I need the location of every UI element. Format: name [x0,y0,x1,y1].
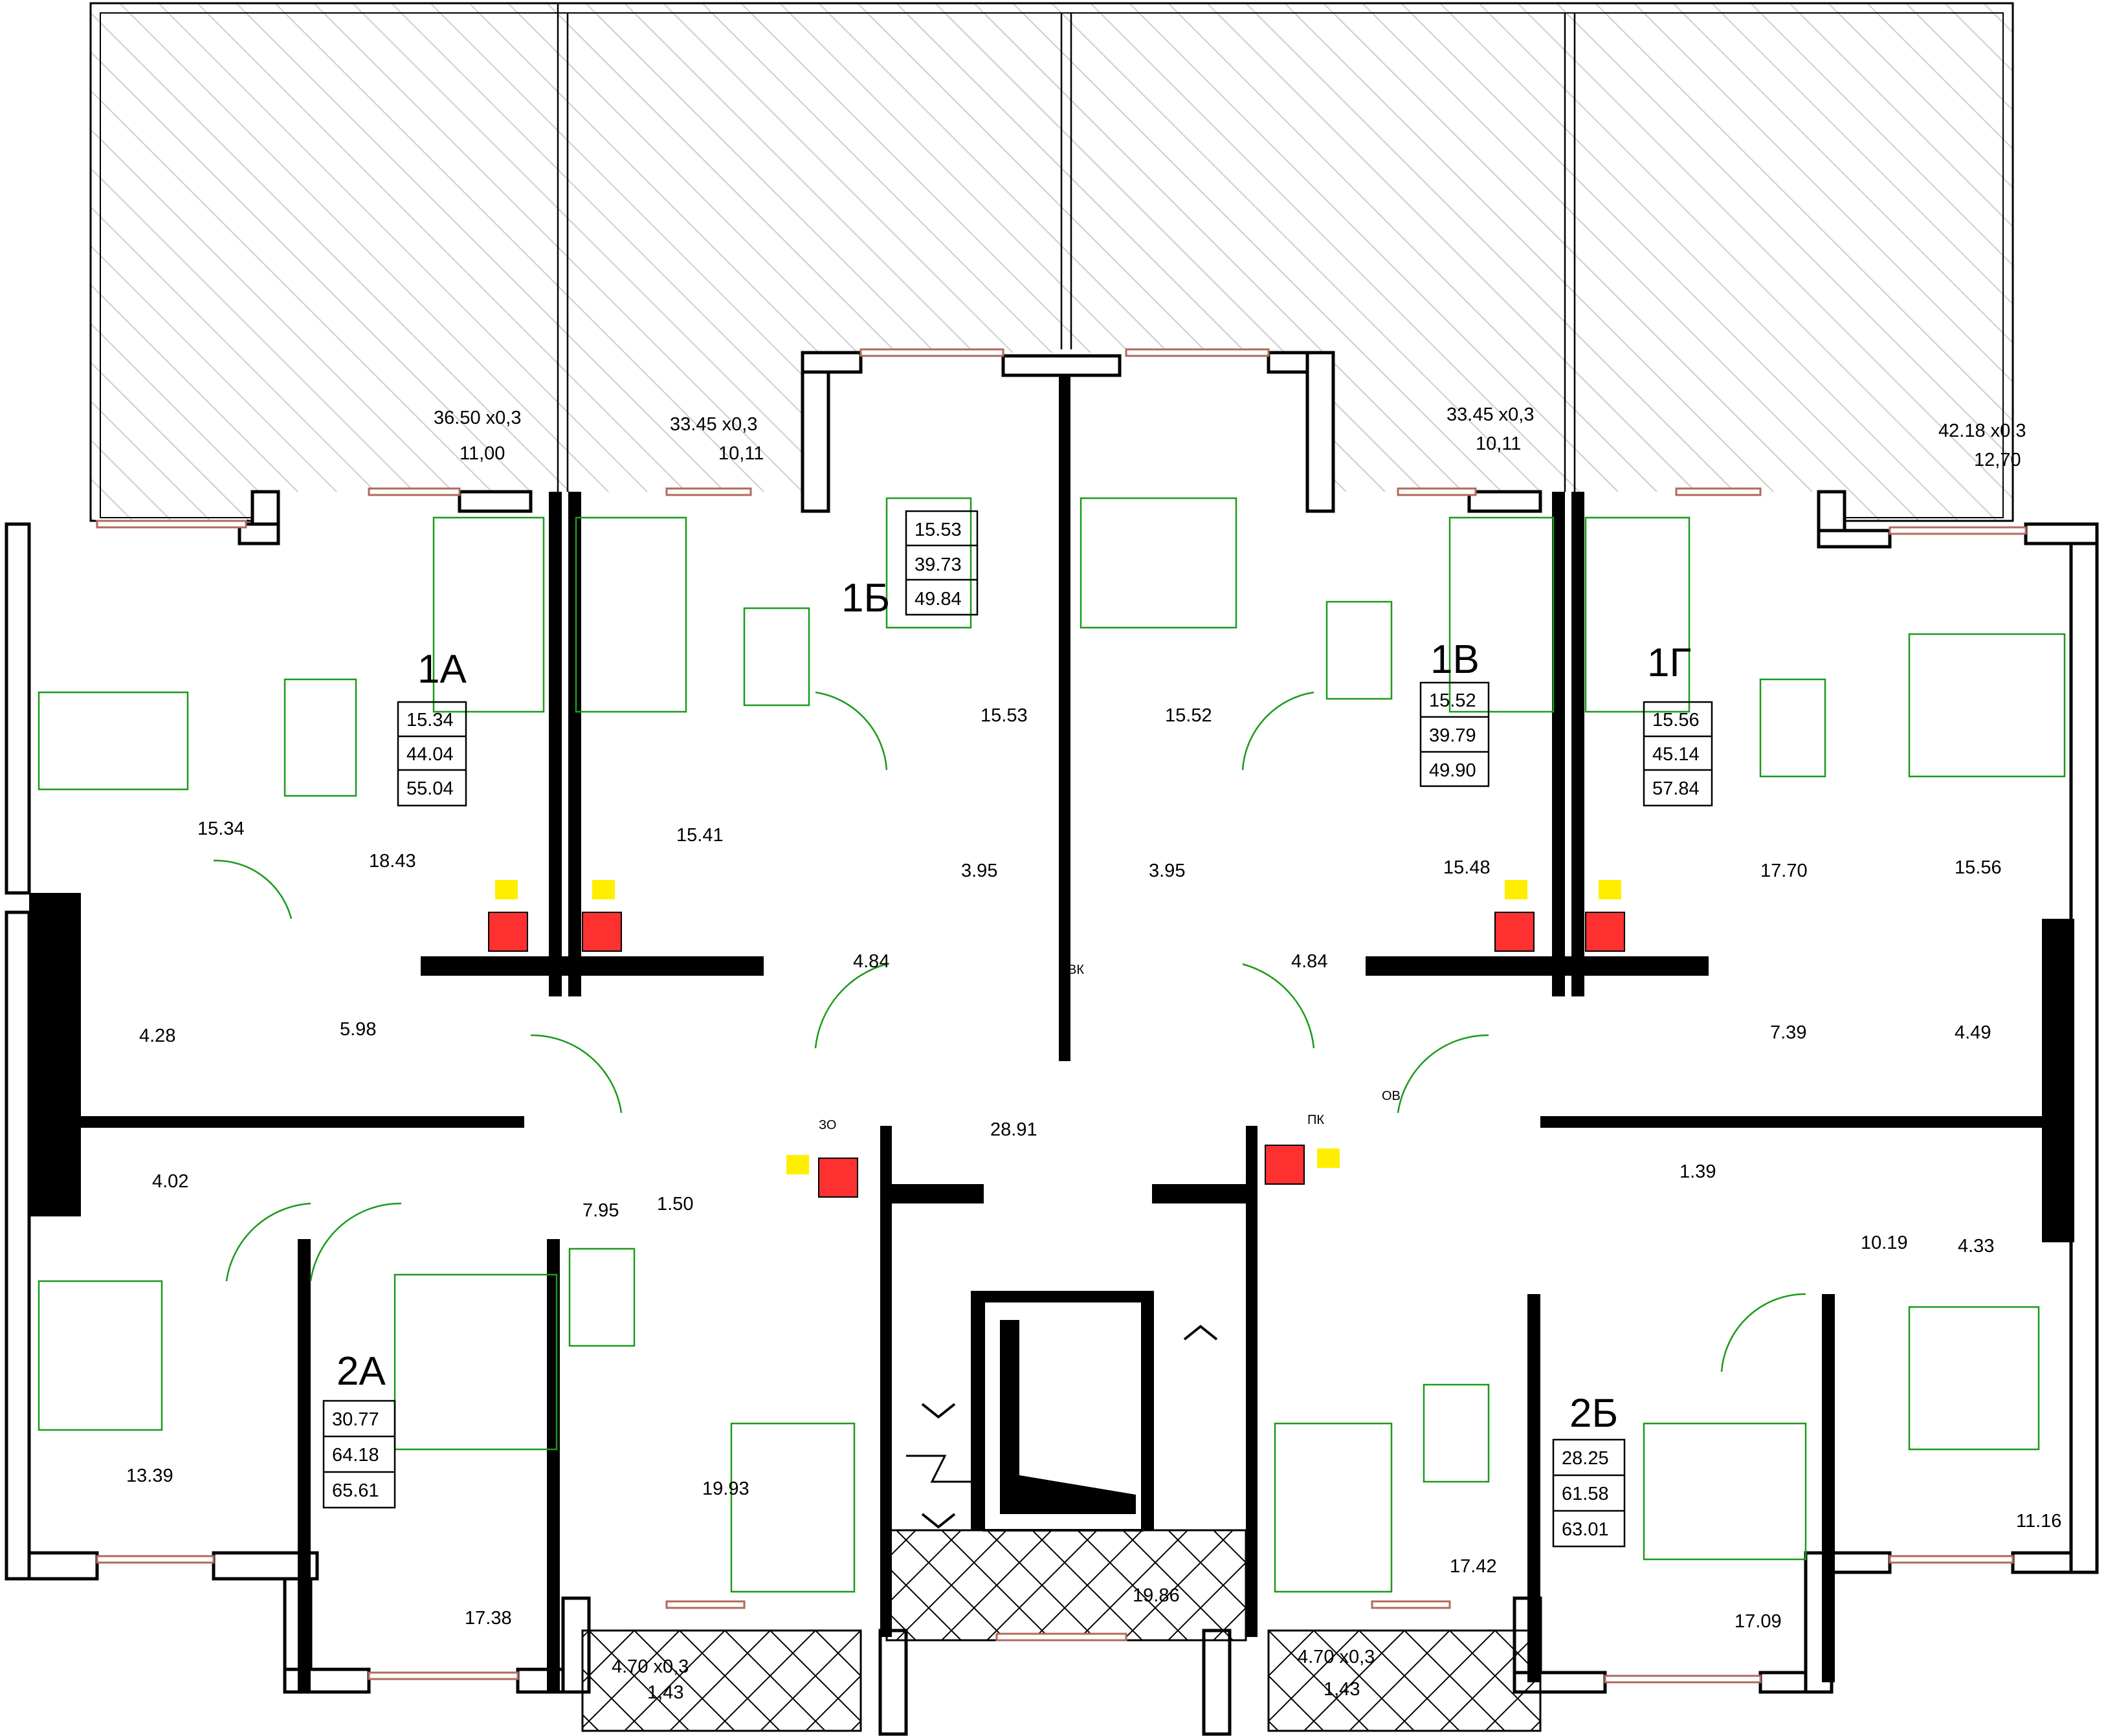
room-area: 1.39 [1679,1161,1716,1182]
room-area: 4.84 [1291,951,1327,972]
windows [96,348,2027,1684]
room-area: 4.02 [152,1171,188,1192]
apartment-1g: 1Г 15.56 45.14 57.84 [1643,641,1713,807]
stair-lift-core [885,1293,1247,1642]
apartment-2b-label: 2Б [1569,1391,1618,1436]
apartment-2a: 2А 30.77 64.18 65.61 [322,1349,396,1509]
room-area: 4.28 [139,1026,175,1046]
terrace-label-2: 33.45 x0,3 [670,414,757,435]
room-area: 4.33 [1958,1236,1994,1257]
apartment-1g-label: 1Г [1647,641,1691,685]
apartment-1a: 1А 15.34 44.04 55.04 [397,647,467,807]
room-area: 17.42 [1450,1556,1497,1577]
pk-label: ПК [1307,1113,1324,1127]
service-labels: ВК ЗО ОВ ПК [819,963,1401,1132]
room-area: 15.41 [676,825,724,846]
apartment-1a-label: 1А [417,647,467,692]
ov-label: ОВ [1382,1089,1401,1103]
outer-walls [5,351,2099,1736]
apartment-2b-usable: 61.58 [1562,1484,1609,1504]
apartment-1g-usable: 45.14 [1652,744,1700,765]
room-area: 15.56 [1955,857,2002,878]
apartment-1g-living: 15.56 [1652,710,1700,731]
balcony-label-1-value: 1,43 [647,1682,683,1703]
room-area: 11.16 [2016,1511,2061,1532]
apartment-1b-usable: 39.73 [914,555,962,575]
balcony-label-1: 4.70 x0,3 [612,1656,689,1677]
room-area: 18.43 [369,851,416,872]
apartment-1v: 1В 15.52 39.79 49.90 [1419,637,1490,787]
room-area: 3.95 [961,861,997,881]
terrace-label-1: 36.50 x0,3 [434,408,521,428]
room-area: 17.70 [1760,861,1808,881]
room-area: 28.91 [990,1119,1037,1140]
room-area: 19.86 [1133,1585,1180,1606]
room-area: 19.93 [702,1478,749,1499]
room-area: 17.38 [465,1608,512,1629]
room-area: 3.95 [1149,861,1185,881]
balcony-labels: 4.70 x0,3 1,43 4.70 x0,3 1,43 [612,1647,1375,1703]
apartment-1a-living: 15.34 [406,710,454,731]
room-area: 5.98 [340,1019,376,1040]
room-area: 15.48 [1443,857,1491,878]
room-area: 15.52 [1165,705,1212,726]
balcony-label-2: 4.70 x0,3 [1298,1647,1375,1667]
terrace-labels: 36.50 x0,3 11,00 33.45 x0,3 10,11 33.45 … [434,404,2026,470]
room-area: 1.50 [657,1194,693,1214]
terrace-label-4-value: 12,70 [1974,450,2021,470]
ventilation-shafts [488,880,1625,1198]
balcony-label-2-value: 1,43 [1324,1679,1360,1700]
balconies [581,1629,1542,1732]
apartment-2a-total: 65.61 [332,1480,379,1501]
zo-label: ЗО [819,1118,836,1132]
apartment-2a-living: 30.77 [332,1409,379,1430]
apartment-1v-living: 15.52 [1429,690,1476,711]
apartment-1b-label: 1Б [841,576,890,621]
apartment-1v-total: 49.90 [1429,760,1476,781]
furniture [38,497,2066,1593]
room-area: 10.19 [1861,1233,1908,1253]
room-area: 17.09 [1735,1611,1782,1632]
room-area-labels: 15.34 18.43 15.41 15.53 15.52 15.48 17.7… [126,705,2061,1632]
room-area: 4.49 [1955,1022,1991,1043]
terrace-label-4: 42.18 x0,3 [1938,421,2026,441]
apartment-2b-living: 28.25 [1562,1448,1609,1469]
apartment-1b-living: 15.53 [914,520,962,540]
apartment-1b: 1Б 15.53 39.73 49.84 [841,510,979,621]
apartment-2a-usable: 64.18 [332,1445,379,1466]
apartment-1v-usable: 39.79 [1429,725,1476,746]
terrace-label-2-value: 10,11 [718,443,764,464]
apartment-1v-label: 1В [1430,637,1480,682]
room-area: 7.39 [1770,1022,1806,1043]
terrace-label-3-value: 10,11 [1476,434,1521,454]
apartment-1g-total: 57.84 [1652,778,1700,799]
room-area: 7.95 [582,1200,619,1221]
apartment-2a-label: 2А [337,1349,386,1394]
interior-walls [29,375,2074,1692]
apartment-1a-total: 55.04 [406,778,454,799]
apartment-2b: 2Б 28.25 61.58 63.01 [1552,1391,1626,1548]
apartment-2b-total: 63.01 [1562,1519,1609,1540]
terrace-label-1-value: 11,00 [460,443,505,464]
room-area: 4.84 [853,951,889,972]
building-body [13,353,2090,1734]
terrace-label-3: 33.45 x0,3 [1446,404,1534,425]
vk-label: ВК [1068,963,1084,977]
room-area: 13.39 [126,1466,173,1486]
room-area: 15.34 [197,819,245,839]
apartment-1b-total: 49.84 [914,589,962,610]
apartment-1a-usable: 44.04 [406,744,454,765]
room-area: 15.53 [981,705,1028,726]
